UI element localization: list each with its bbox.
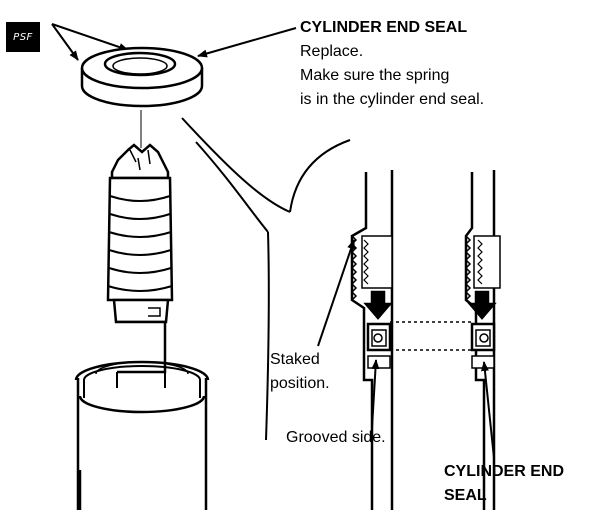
psf-badge: PSF: [6, 22, 40, 52]
callout-lines: [181, 117, 351, 441]
piston-rod: [106, 143, 174, 374]
seal-note-spring-2: is in the cylinder end seal.: [300, 91, 485, 108]
dotted-alignment: [390, 321, 472, 351]
seal-title-arrow: [197, 27, 297, 58]
cylinder-housing: [74, 360, 210, 510]
seal-title-label: CYLINDER END SEAL: [300, 19, 468, 36]
bottom-seal-label-line1: CYLINDER END: [444, 463, 565, 480]
seal-note-spring-1: Make sure the spring: [300, 67, 450, 84]
staked-label-line1: Staked: [270, 351, 320, 368]
staked-label-line2: position.: [270, 375, 330, 392]
grooved-side-label: Grooved side.: [286, 429, 386, 446]
label-arrows: [317, 239, 495, 459]
badge-arrows: [51, 23, 129, 61]
seal-note-replace: Replace.: [300, 43, 364, 60]
bottom-seal-label-line2: SEAL: [444, 487, 487, 504]
cross-section-left: [350, 170, 394, 510]
seal-ring: [80, 46, 204, 108]
cross-section-right: [464, 170, 501, 510]
